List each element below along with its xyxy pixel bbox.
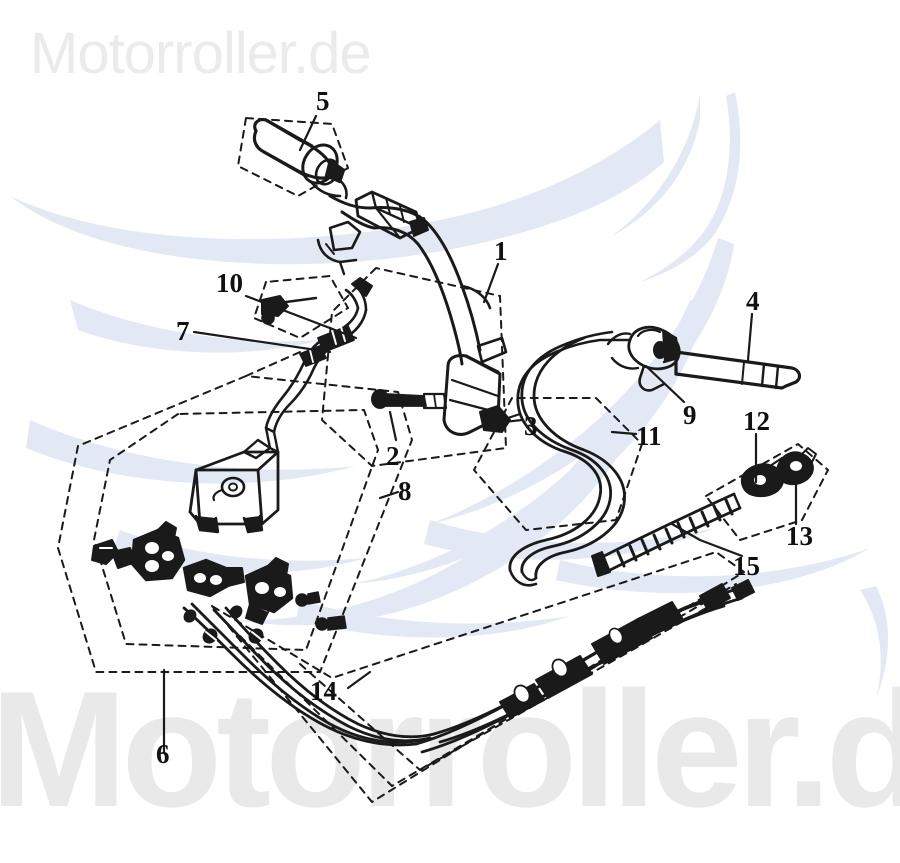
part-2-bolt [371,389,448,410]
callout-10[interactable]: 10 [216,268,243,298]
callout-leader-lines [162,114,798,754]
part-12-13-cable-clamps [740,447,817,498]
callout-9[interactable]: 9 [683,400,697,430]
callout-8[interactable]: 8 [398,476,412,506]
part-1-handlebar-tube [316,190,508,366]
callout-12[interactable]: 12 [743,406,770,436]
part-9-right-switch [606,325,681,392]
callout-14[interactable]: 14 [310,676,337,706]
part-6-cables [182,602,436,747]
watermark-bottom-text: Motorroller.d [0,657,900,841]
part-5-left-grip [252,118,348,200]
part-14-lower-cables [414,579,755,754]
callout-15[interactable]: 15 [733,551,760,581]
part-3-throttle-housing [442,354,522,436]
assembly-group-outlines [57,117,829,803]
callout-1[interactable]: 1 [494,236,508,266]
part-8-ignition-lock [188,426,280,534]
part-7-throttle-cable [264,277,373,434]
part-15-throttle-cable [591,492,742,577]
callout-13[interactable]: 13 [786,521,813,551]
callout-4[interactable]: 4 [746,286,760,316]
callout-7[interactable]: 7 [176,316,190,346]
callout-11[interactable]: 11 [636,421,662,451]
part-6-left-switch-cluster [91,521,347,631]
part-4-right-grip [674,350,802,390]
callout-2[interactable]: 2 [386,441,400,471]
callout-5[interactable]: 5 [316,86,330,116]
callout-6[interactable]: 6 [156,739,170,769]
watermark-top-text: Motorroller.de [30,21,372,86]
callout-3[interactable]: 3 [524,411,538,441]
part-11-brake-hose [508,330,632,587]
